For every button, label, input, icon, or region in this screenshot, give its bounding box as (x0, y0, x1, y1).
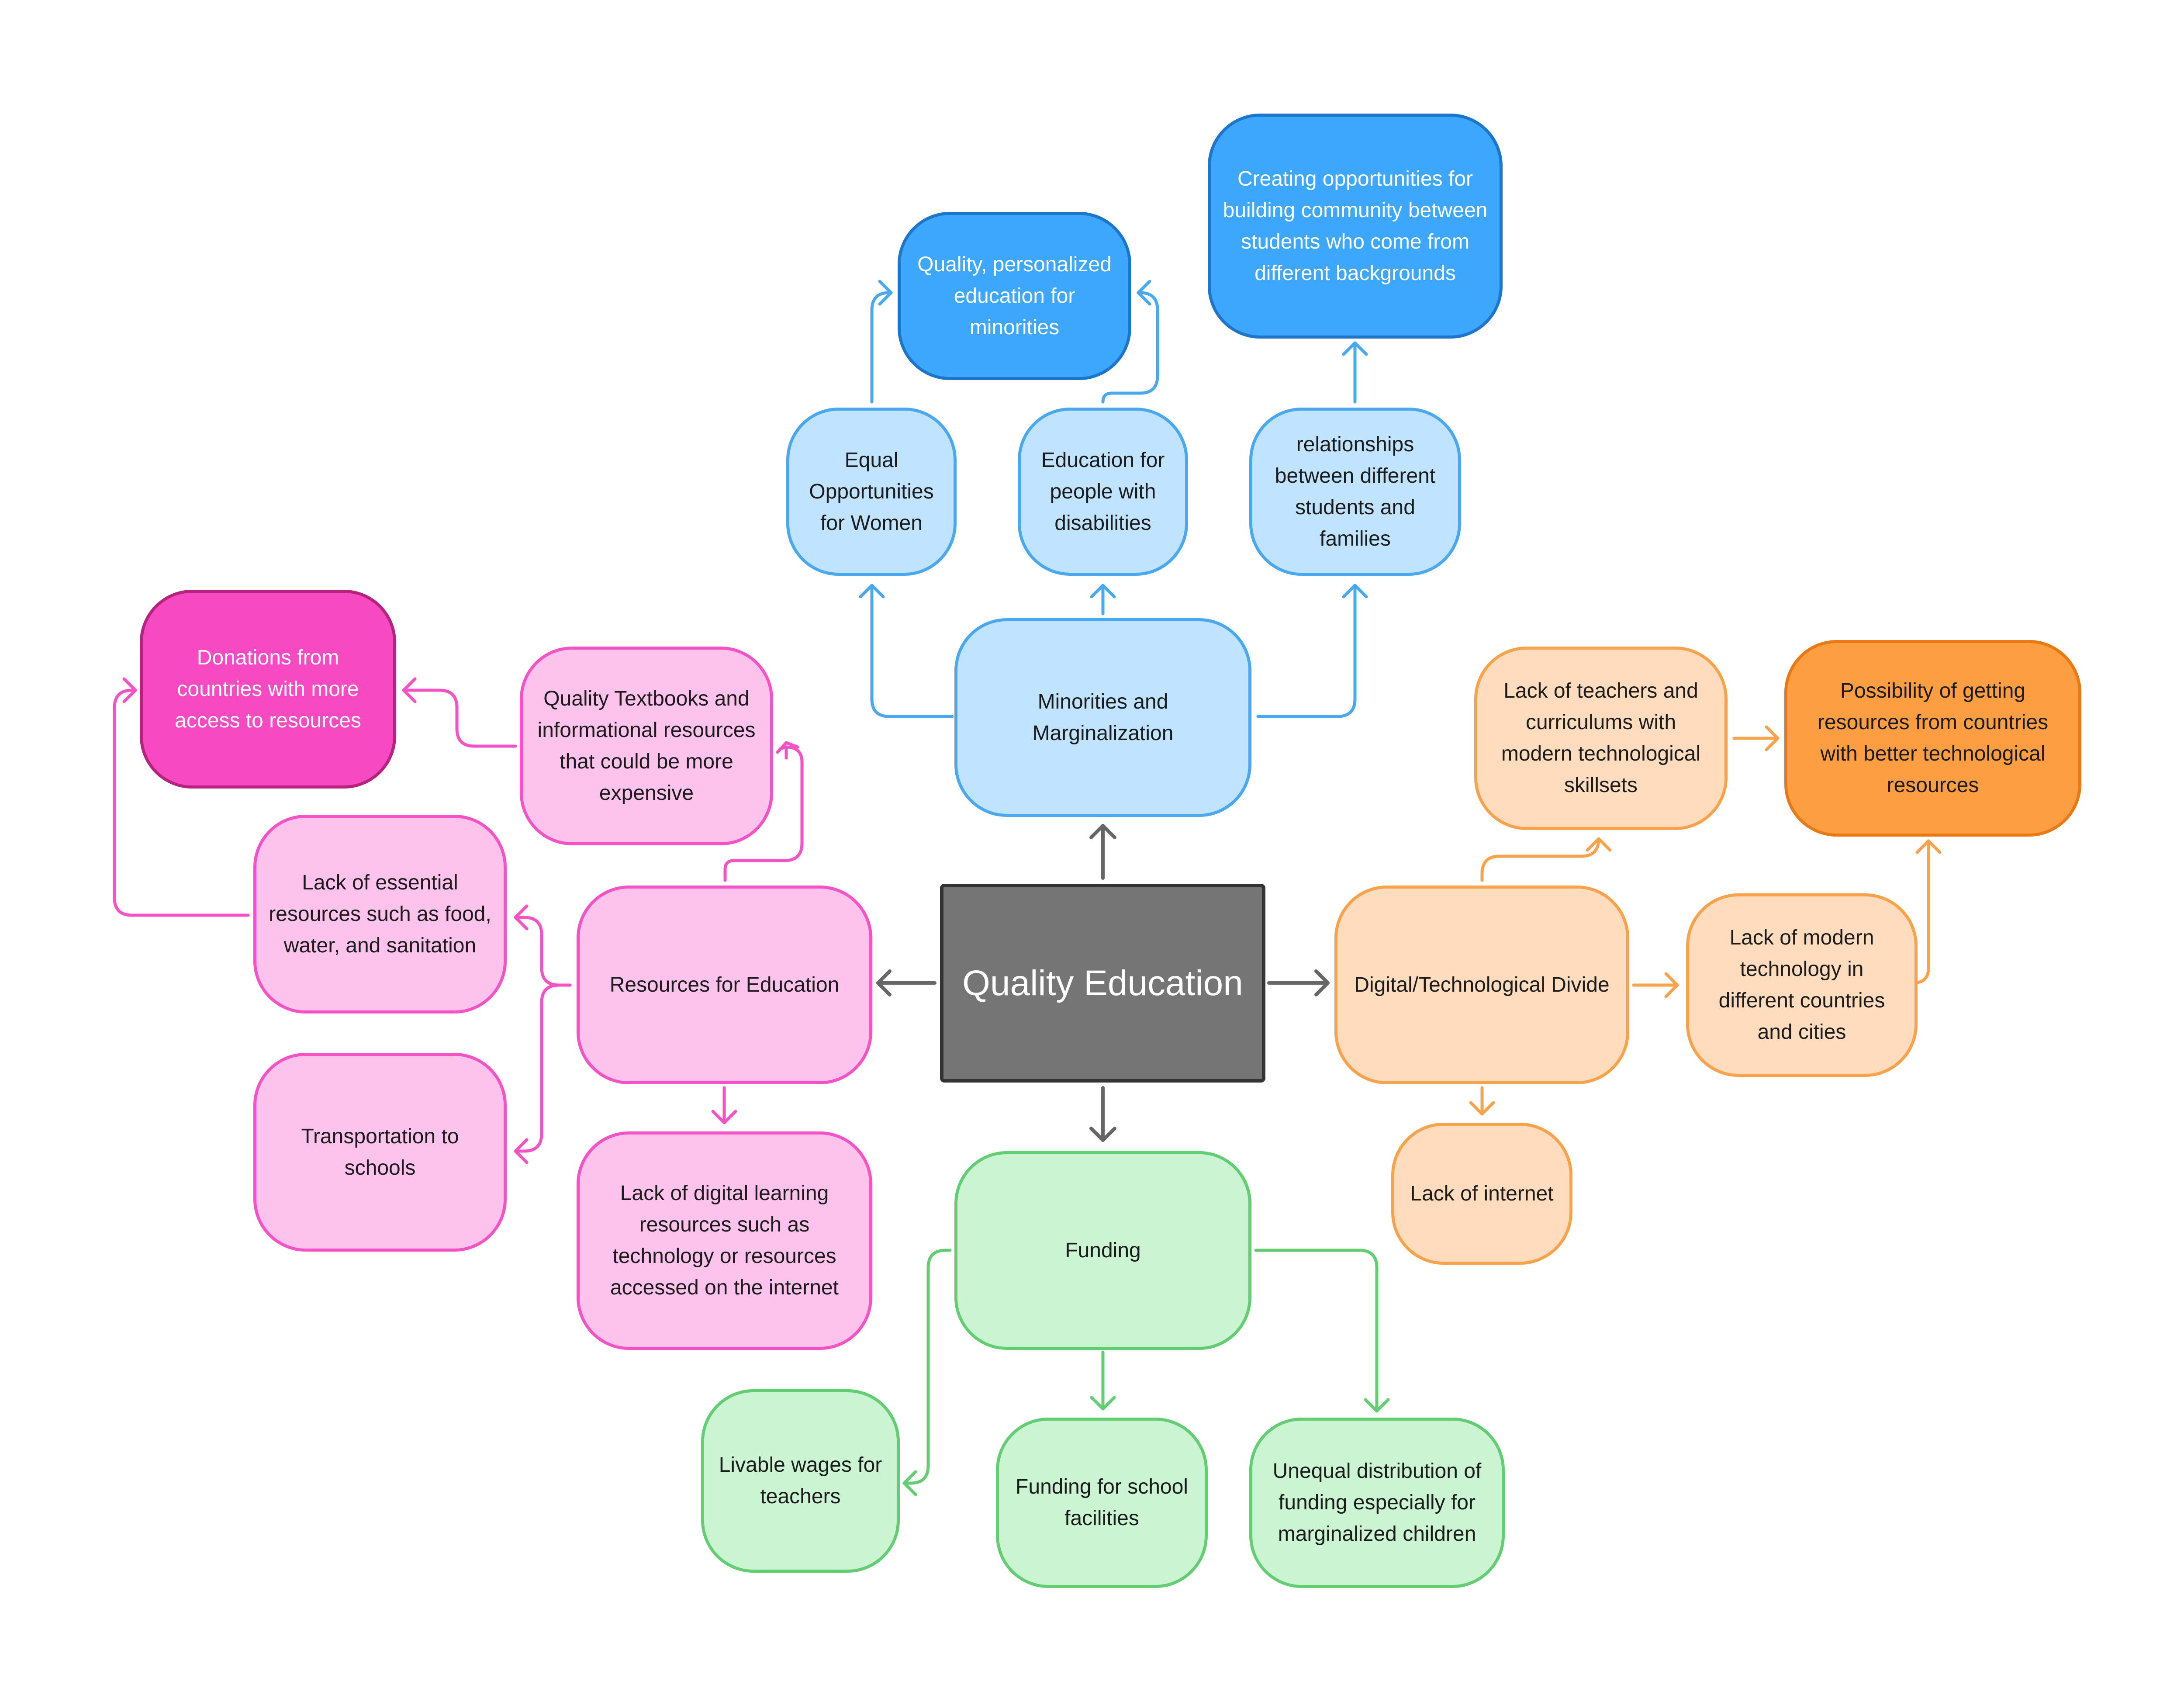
arrowhead-possibility-bottom (1915, 839, 1942, 854)
arrowhead-possibility-left (1765, 725, 1780, 751)
relationships-node[interactable]: relationships between different students… (1249, 408, 1461, 576)
arrowhead-community (1342, 341, 1368, 356)
transportation-label: Transportation to schools (301, 1124, 459, 1180)
arrowhead-unequal (1364, 1398, 1390, 1413)
arrowhead-wages (902, 1470, 917, 1496)
arrowhead-donations-left (122, 677, 137, 703)
essentials-node[interactable]: Lack of essential resources such as food… (253, 815, 507, 1014)
funding-node[interactable]: Funding (954, 1151, 1251, 1350)
equal-opportunities-node[interactable]: Equal Opportunities for Women (786, 408, 957, 576)
facilities-label: Funding for school facilities (1016, 1475, 1188, 1530)
internet-label: Lack of internet (1410, 1182, 1554, 1205)
arrowhead-teachers (1586, 837, 1612, 852)
teachers-skillsets-label: Lack of teachers and curriculums with mo… (1501, 679, 1701, 797)
arrowhead-disabilities (1090, 584, 1116, 598)
arrowhead-internet (1469, 1101, 1495, 1116)
arrowhead-donations-right (402, 677, 417, 703)
donations-label: Donations from countries with more acces… (175, 646, 361, 732)
connector-minorities-to-relationships (1256, 584, 1357, 718)
teachers-skillsets-node[interactable]: Lack of teachers and curriculums with mo… (1474, 647, 1728, 830)
textbooks-label: Quality Textbooks and informational reso… (537, 687, 756, 805)
connector-disabilities-to-personalized (1101, 291, 1159, 404)
modern-technology-node[interactable]: Lack of modern technology in different c… (1686, 893, 1918, 1077)
arrowhead-digital (1314, 969, 1330, 996)
arrowhead-personalized-right (1137, 280, 1151, 306)
connector-digital-to-teachers (1480, 837, 1600, 882)
arrowhead-resources (876, 969, 892, 996)
arrowhead-essentials (514, 904, 529, 931)
essentials-label: Lack of essential resources such as food… (269, 871, 491, 957)
resources-label: Resources for Education (609, 973, 840, 996)
arrowhead-textbooks-head (776, 741, 799, 754)
digital-divide-node[interactable]: Digital/Technological Divide (1334, 886, 1629, 1084)
connector-equal-opportunities-to-personalized (870, 291, 893, 404)
community-label: Creating opportunities for building comm… (1223, 167, 1488, 285)
arrowhead-transportation (514, 1138, 529, 1164)
arrowhead-modern-tech (1664, 972, 1679, 998)
arrowhead-funding (1089, 1127, 1116, 1142)
personalized-education-label: Quality, personalized education for mino… (917, 253, 1112, 339)
disabilities-label: Education for people with disabilities (1041, 448, 1165, 535)
resources-node[interactable]: Resources for Education (577, 886, 872, 1084)
possibility-node[interactable]: Possibility of getting resources from co… (1784, 640, 2081, 837)
possibility-label: Possibility of getting resources from co… (1817, 679, 2049, 797)
arrowhead-personalized-left (878, 280, 893, 306)
central-topic-label: Quality Education (962, 963, 1243, 1003)
arrowhead-relationships (1342, 584, 1368, 598)
funding-label: Funding (1065, 1238, 1141, 1262)
modern-technology-label: Lack of modern technology in different c… (1718, 926, 1885, 1044)
digital-learning-node[interactable]: Lack of digital learning resources such … (577, 1131, 872, 1350)
connector-minorities-to-equal-opportunities (870, 584, 954, 718)
connector-funding-to-wages (902, 1249, 952, 1485)
facilities-node[interactable]: Funding for school facilities (996, 1418, 1208, 1588)
personalized-education-node[interactable]: Quality, personalized education for mino… (898, 212, 1131, 380)
equal-opportunities-label: Equal Opportunities for Women (809, 448, 934, 535)
wages-label: Livable wages for teachers (719, 1453, 882, 1508)
central-topic[interactable]: Quality Education (940, 884, 1265, 1083)
connector-textbooks-to-donations (402, 688, 517, 748)
disabilities-node[interactable]: Education for people with disabilities (1018, 408, 1188, 576)
unequal-distribution-label: Unequal distribution of funding especial… (1272, 1460, 1482, 1546)
connector-resources-to-textbooks (723, 745, 804, 882)
wages-node[interactable]: Livable wages for teachers (701, 1389, 900, 1573)
connector-resources-to-transportation (514, 983, 572, 1153)
textbooks-node[interactable]: Quality Textbooks and informational reso… (520, 647, 773, 845)
unequal-distribution-node[interactable]: Unequal distribution of funding especial… (1249, 1418, 1505, 1588)
digital-divide-label: Digital/Technological Divide (1354, 973, 1610, 996)
arrowhead-facilities (1090, 1396, 1116, 1411)
donations-node[interactable]: Donations from countries with more acces… (140, 590, 396, 789)
arrowhead-minorities (1089, 824, 1116, 839)
transportation-node[interactable]: Transportation to schools (253, 1053, 507, 1252)
connector-resources-to-essentials (514, 916, 572, 987)
minorities-node[interactable]: Minorities and Marginalization (954, 618, 1251, 817)
minorities-label: Minorities and Marginalization (1032, 690, 1174, 745)
digital-learning-label: Lack of digital learning resources such … (610, 1182, 839, 1299)
community-node[interactable]: Creating opportunities for building comm… (1208, 114, 1503, 339)
internet-node[interactable]: Lack of internet (1391, 1123, 1572, 1265)
connector-funding-to-unequal (1254, 1249, 1379, 1413)
relationships-label: relationships between different students… (1275, 432, 1436, 550)
arrowhead-equal-opportunities (859, 584, 885, 598)
connector-essentials-to-donations (113, 688, 250, 917)
arrowhead-digital-learning (711, 1110, 737, 1124)
